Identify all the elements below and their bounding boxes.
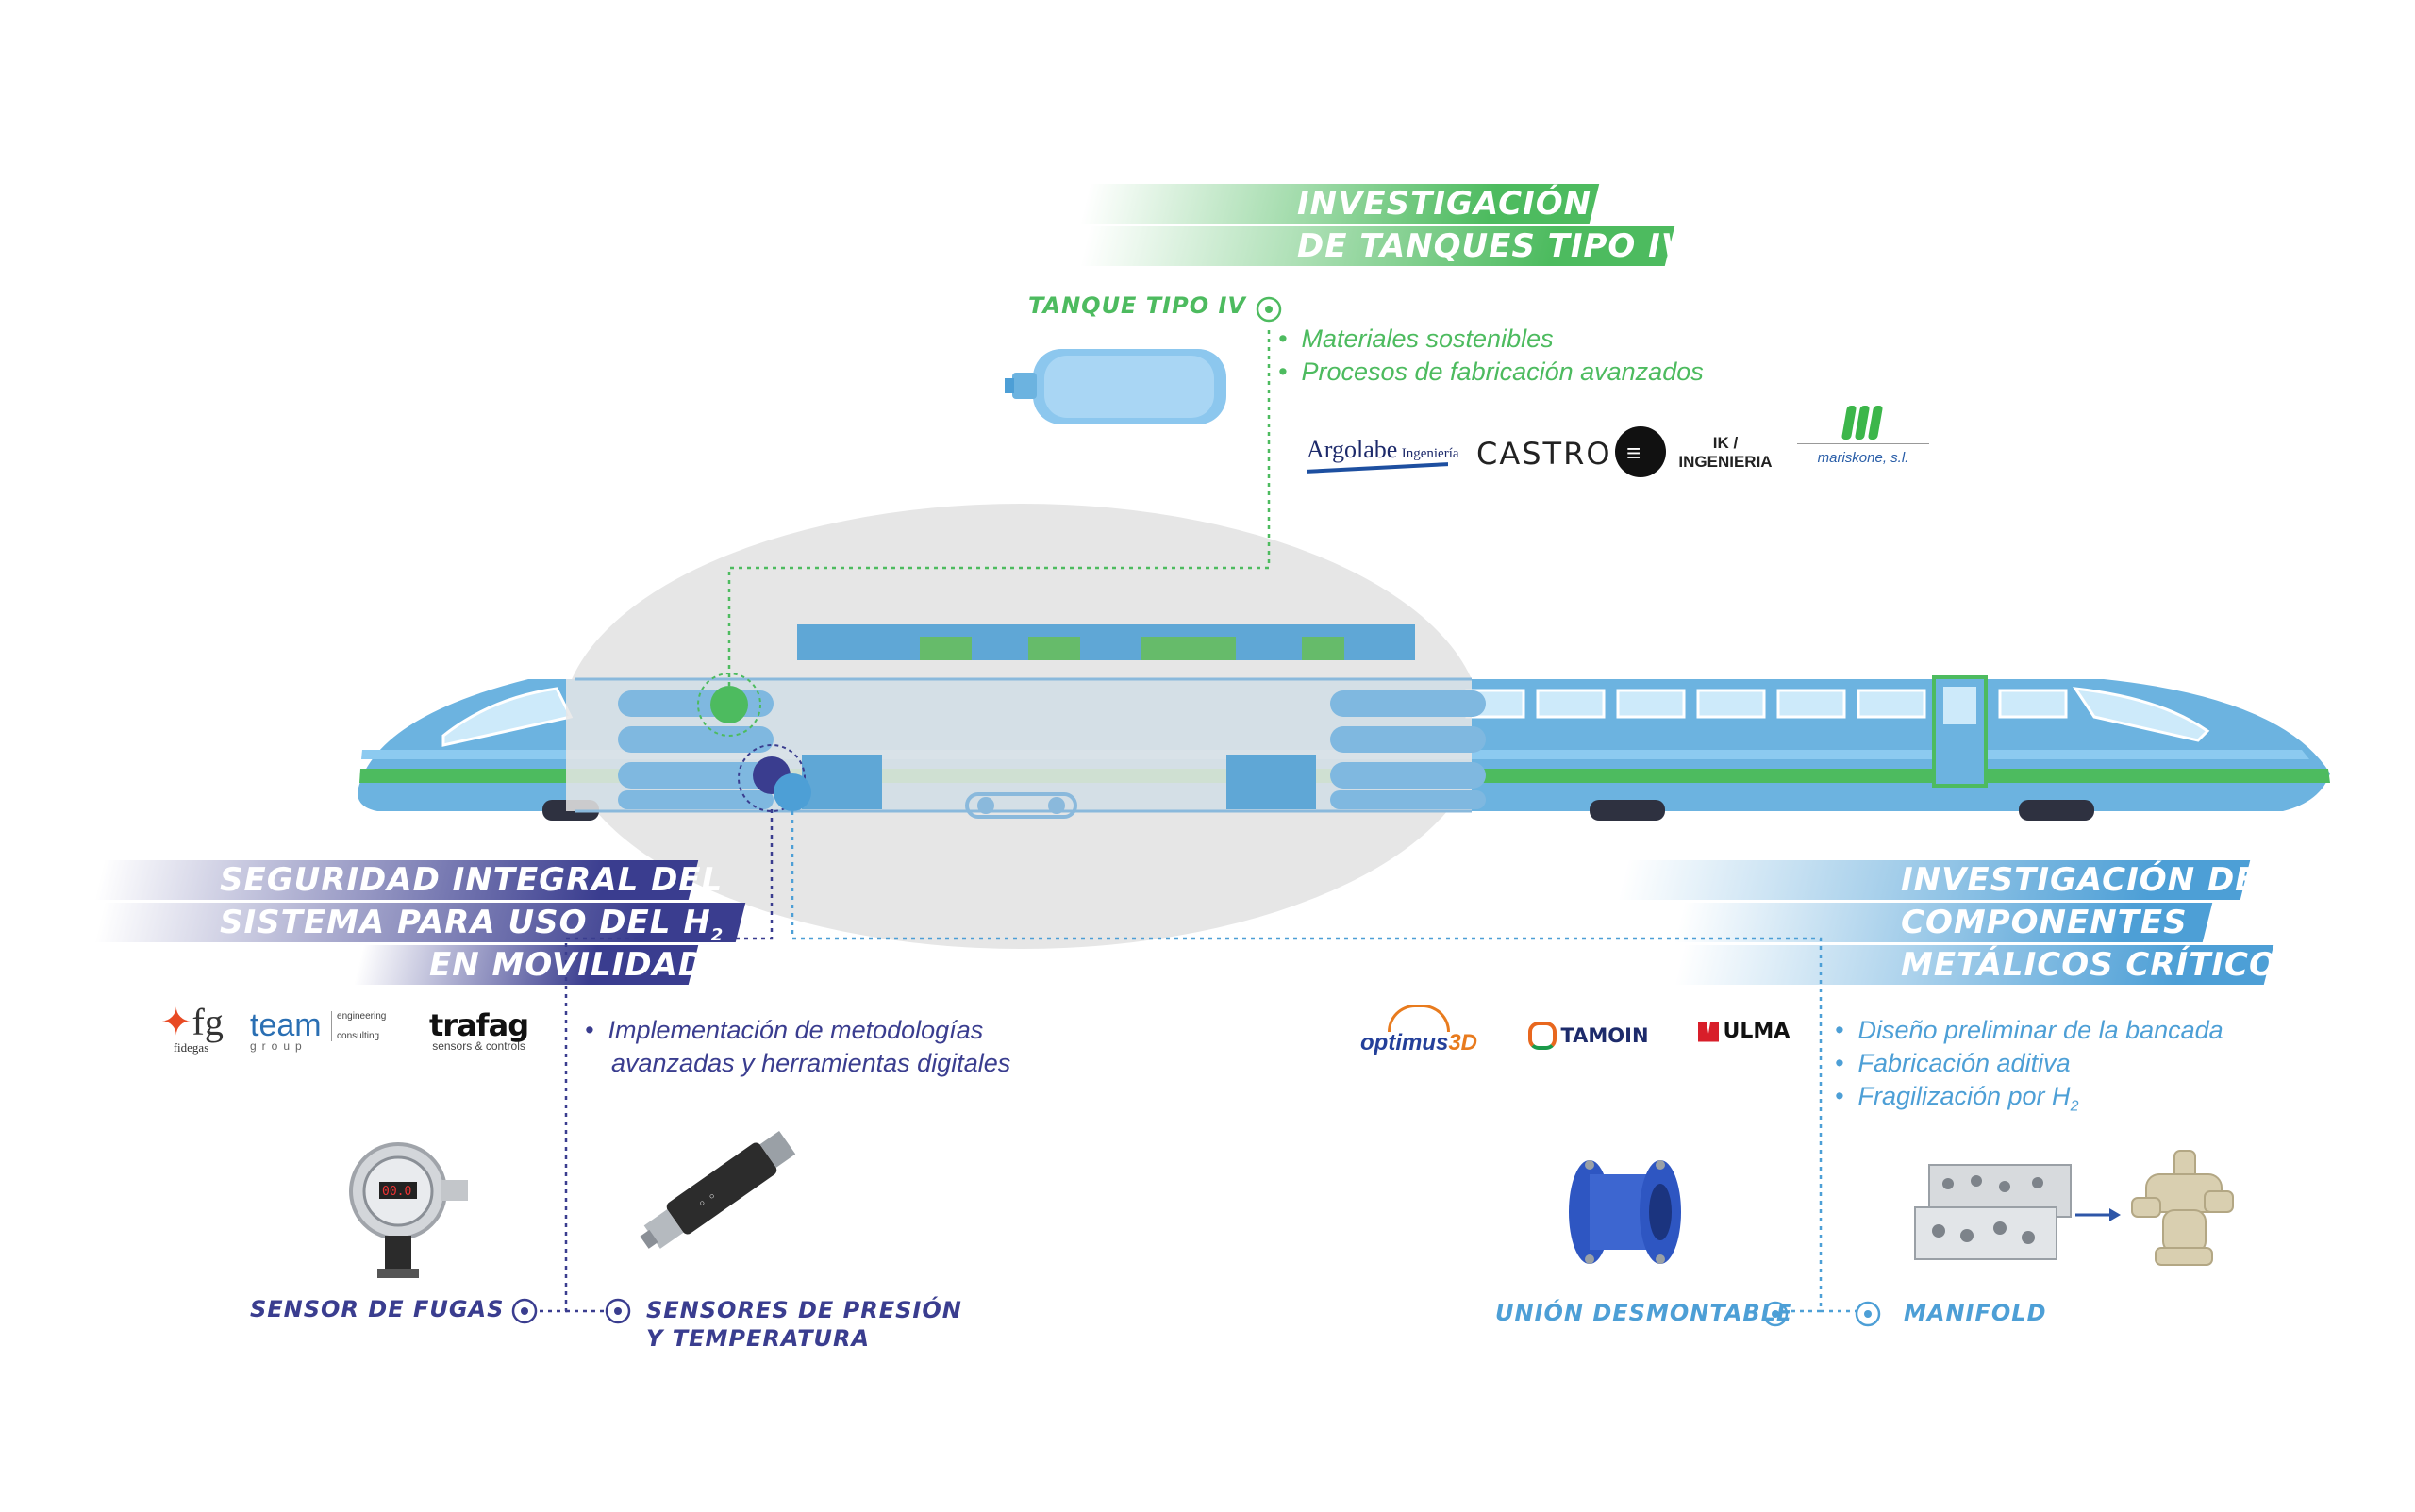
componentes-bullet-item: • Diseño preliminar de la bancada <box>1835 1016 2223 1044</box>
sensores-presion-label: SENSORES DE PRESIÓN Y TEMPERATURA <box>646 1297 962 1352</box>
tanque-tipo-iv-label: TANQUE TIPO IV <box>1028 292 1246 319</box>
componentes-title-line1: INVESTIGACIÓN DE <box>1901 861 2258 899</box>
componentes-bullet-item: • Fabricación aditiva <box>1835 1049 2071 1077</box>
componentes-title-line3: METÁLICOS CRÍTICOS <box>1901 946 2302 984</box>
gas-leak-sensor-icon: 00.0 <box>349 1142 468 1278</box>
componentes-bullet-item: • Fragilización por H2 <box>1835 1082 2079 1115</box>
componentes-title-line2: COMPONENTES <box>1901 904 2188 941</box>
tamoin-logo: TAMOIN <box>1528 1022 1649 1050</box>
dismountable-joint-icon <box>1569 1160 1681 1264</box>
optimus3d-logo: optimus3D <box>1360 1005 1477 1055</box>
tanques-title-line2: DE TANQUES TIPO IV <box>1297 227 1688 265</box>
mariskone-logo: mariskone, s.l. <box>1797 406 1929 466</box>
tanques-bullets: • Materiales sostenibles • Procesos de f… <box>1278 323 1704 389</box>
train-cutaway <box>566 677 1486 819</box>
tanques-title-line1: INVESTIGACIÓN <box>1297 185 1592 223</box>
seguridad-title-line2: SISTEMA PARA USO DEL H2 <box>220 904 724 945</box>
argolabe-logo: Argolabe Ingeniería <box>1307 436 1459 474</box>
tank-focus-dot <box>710 686 748 723</box>
componentes-bullets: • Diseño preliminar de la bancada • Fabr… <box>1835 1014 2223 1122</box>
tank-icon <box>1005 349 1226 424</box>
seguridad-bullets: • Implementación de metodologías avanzad… <box>585 1016 1011 1077</box>
arrow-right-icon <box>2075 1208 2121 1221</box>
seguridad-bullet-item: • Implementación de metodologías <box>585 1016 984 1044</box>
seguridad-title-line1: SEGURIDAD INTEGRAL DEL <box>220 861 724 899</box>
connector-dot-icon <box>511 296 1881 1327</box>
ulma-logo: ULMA <box>1698 1020 1790 1043</box>
trafag-logo: trafag sensors & controls <box>429 1007 529 1053</box>
fidegas-logo: ✦fg fidegas <box>160 1001 224 1055</box>
components-focus-dot <box>774 773 811 811</box>
svg-text:00.0: 00.0 <box>382 1185 411 1199</box>
manifold-block-icon <box>1914 1164 2072 1260</box>
pressure-sensor-icon: ◦ ◦ <box>640 1130 796 1249</box>
sensor-de-fugas-label: SENSOR DE FUGAS <box>250 1296 505 1322</box>
union-desmontable-label: UNIÓN DESMONTABLE <box>1495 1300 1793 1326</box>
printed-manifold-icon <box>2131 1150 2234 1266</box>
seguridad-title-line3: EN MOVILIDAD <box>429 946 707 984</box>
castro-logo: CASTRO <box>1476 436 1612 472</box>
tanques-bullet-item: • Procesos de fabricación avanzados <box>1278 357 1704 386</box>
tanques-bullet-item: • Materiales sostenibles <box>1278 324 1554 353</box>
team-group-logo: team group engineering consulting <box>250 1007 387 1053</box>
manifold-label: MANIFOLD <box>1904 1300 2047 1326</box>
